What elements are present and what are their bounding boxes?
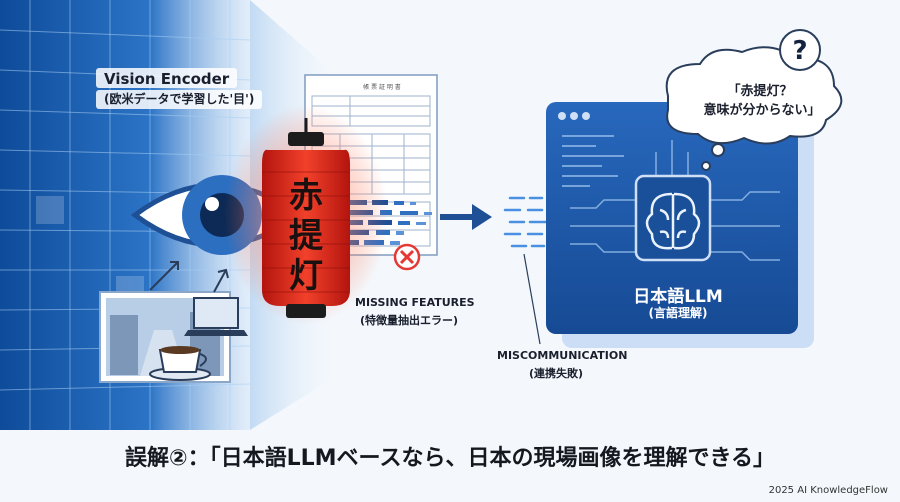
error-x-icon — [393, 243, 421, 271]
thought-line-2: 意味が分からない」 — [703, 103, 821, 118]
vision-encoder-title: Vision Encoder — [96, 68, 238, 88]
laptop-icon — [184, 297, 248, 336]
miscommunication-label: MISCOMMUNICATION — [497, 349, 628, 362]
brain-chip-icon — [645, 192, 701, 250]
missing-features-label: MISSING FEATURES — [355, 296, 475, 309]
document-title: 帳 票 証 明 書 — [363, 84, 401, 91]
question-mark-icon — [779, 29, 821, 71]
diagram-graphics: ? — [0, 0, 843, 430]
vision-encoder-subtitle: (欧米データで学習した'目') — [96, 90, 263, 109]
lantern-characters: 赤 提 灯 — [272, 176, 340, 296]
slide-caption: 誤解②：「日本語LLMベースなら、日本の現場画像を理解できる」 — [124, 446, 776, 471]
question-mark-glyph: ? — [792, 36, 807, 66]
lantern-char-1: 赤 — [289, 176, 323, 216]
lantern-char-2: 提 — [289, 216, 323, 256]
red-lantern-icon — [224, 105, 388, 325]
coffee-cup-icon — [149, 346, 211, 381]
copyright-text: 2025 AI KnowledgeFlow — [768, 485, 888, 496]
thought-bubble — [665, 46, 843, 171]
lantern-char-3: 灯 — [289, 256, 323, 296]
miscommunication-leader — [523, 253, 541, 345]
miscommunication-sublabel: (連携失敗) — [529, 367, 584, 380]
llm-subtitle: (言語理解) — [648, 306, 708, 320]
missing-features-sublabel: (特徴量抽出エラー) — [360, 314, 459, 327]
forward-arrow-icon — [440, 204, 492, 230]
llm-title: 日本語LLM — [633, 287, 723, 307]
signal-dashes — [503, 196, 548, 248]
input-arrows — [149, 261, 229, 293]
diagram-stage: ? 帳 票 証 明 書 Vision Encoder (欧米データで学習した'目… — [0, 0, 843, 430]
thought-line-1: 「赤提灯？ — [727, 84, 793, 99]
